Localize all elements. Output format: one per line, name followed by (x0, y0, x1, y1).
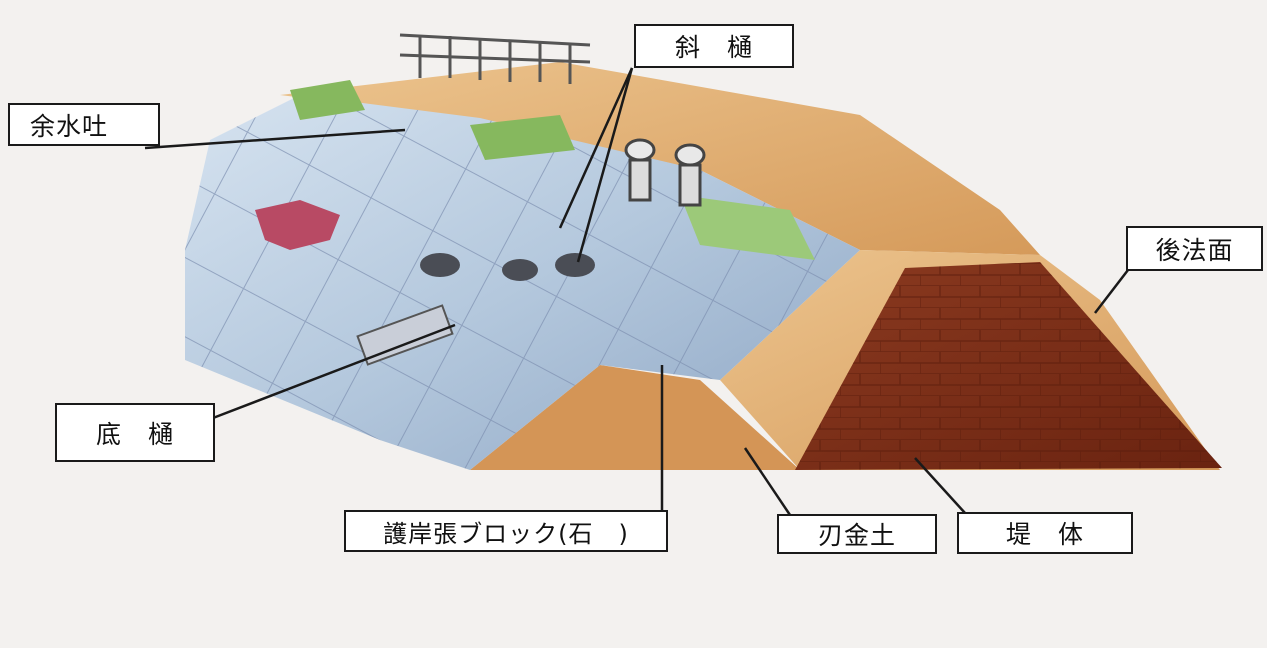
bottom-culvert-label: 底 樋 (55, 403, 215, 462)
rear-slope-label: 後法面 (1126, 226, 1263, 271)
spillway-railing (399, 33, 591, 84)
revetment-block-label: 護岸張ブロック(石 ) (344, 510, 668, 552)
leader-lines (144, 67, 1129, 516)
bottom-culvert (356, 304, 454, 366)
equipment (255, 200, 340, 250)
sloping-culvert-label: 斜 樋 (634, 24, 794, 68)
intake-structure (624, 138, 706, 207)
sloping-culvert-gates (420, 253, 595, 281)
grass-strip-2 (470, 115, 575, 160)
grass-strip-1 (290, 80, 365, 120)
core-clay-label: 刃金土 (777, 514, 937, 554)
embankment-front (470, 365, 800, 470)
embankment-crest (280, 62, 1040, 255)
core-bricks (795, 262, 1222, 470)
embankment-label: 堤 体 (957, 512, 1133, 554)
spillway-label: 余水吐 (8, 103, 160, 146)
grass-strip-3 (680, 195, 815, 260)
